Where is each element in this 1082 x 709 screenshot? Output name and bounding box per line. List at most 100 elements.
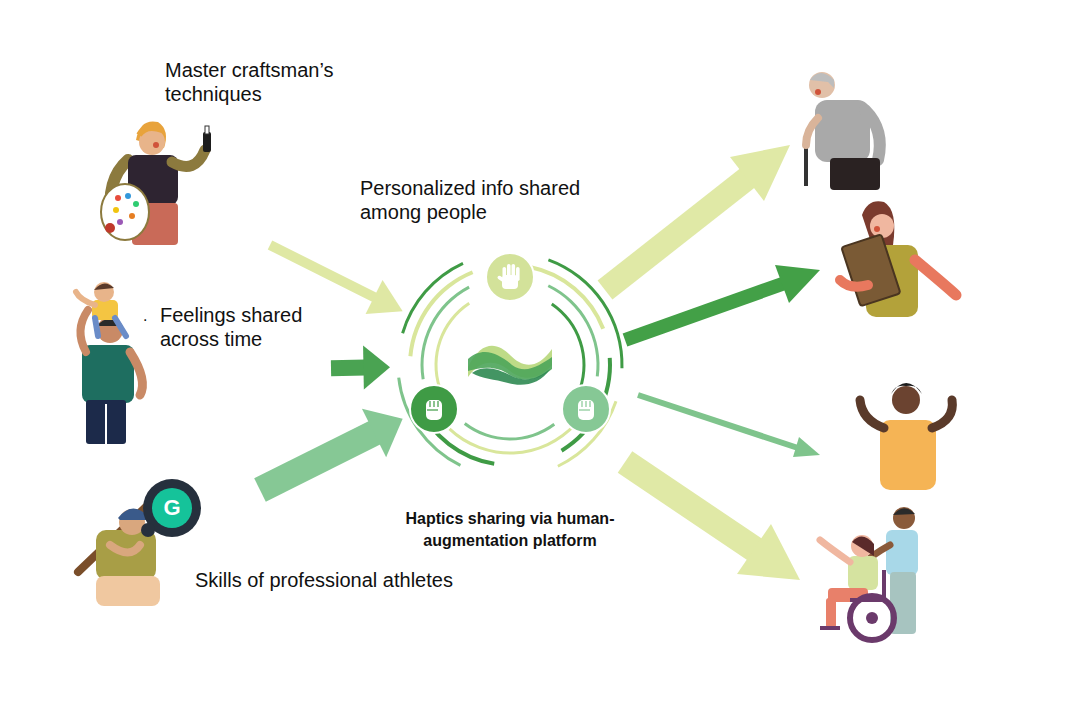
wheelchair-figure-part bbox=[850, 596, 894, 640]
input-arrow bbox=[260, 409, 403, 490]
g-badge-part bbox=[152, 488, 192, 528]
platform-logo bbox=[468, 346, 552, 385]
man-figure-part bbox=[892, 386, 920, 414]
craftsman-figure-part bbox=[115, 195, 121, 201]
thumb bbox=[427, 409, 438, 410]
platform-ring bbox=[390, 245, 630, 485]
stray-mark: . bbox=[143, 306, 155, 326]
arrow-head bbox=[362, 409, 403, 457]
woman-figure bbox=[840, 201, 956, 317]
athlete-figure-part bbox=[110, 545, 140, 553]
ring-arc bbox=[420, 286, 469, 380]
fist bbox=[578, 400, 594, 420]
elder-figure-part bbox=[804, 145, 808, 186]
parent-child-figure-part bbox=[105, 404, 107, 444]
source-label: Skills of professional athletes bbox=[195, 568, 495, 592]
flow-label: Personalized info shared among people bbox=[360, 176, 605, 225]
woman-figure-part bbox=[841, 234, 900, 306]
wheelchair-figure-part bbox=[852, 536, 874, 556]
output-arrow bbox=[625, 462, 800, 580]
wheelchair-figure-part bbox=[820, 626, 840, 630]
ring-arc bbox=[561, 358, 612, 453]
knuckle bbox=[589, 401, 590, 407]
craftsman-figure-part bbox=[153, 142, 159, 148]
parent-child-figure-part bbox=[76, 292, 95, 305]
ring-arc bbox=[448, 423, 576, 455]
wheelchair-figure-part bbox=[882, 570, 886, 600]
ring-arc bbox=[551, 303, 586, 390]
knuckle bbox=[429, 401, 430, 407]
finger bbox=[507, 264, 511, 278]
output-arrow-part bbox=[775, 265, 820, 303]
output-arrow-part bbox=[793, 437, 820, 457]
wheelchair-figure-part bbox=[851, 535, 873, 557]
source-figure-box: Skills of professional athletes bbox=[70, 490, 501, 610]
ring-arc bbox=[434, 302, 470, 388]
output-arrow-part bbox=[605, 176, 750, 290]
parent-child-figure-part bbox=[94, 282, 114, 302]
output-arrow bbox=[605, 145, 790, 290]
man-figure bbox=[860, 383, 952, 490]
craftsman-figure-part bbox=[113, 207, 119, 213]
parent-child-figure-part bbox=[86, 400, 126, 444]
wheelchair-figure-part bbox=[893, 507, 915, 529]
knuckle bbox=[433, 401, 434, 407]
craftsman-figure-part bbox=[133, 201, 139, 207]
woman-figure-part bbox=[840, 280, 868, 287]
craftsman-figure bbox=[101, 121, 211, 245]
woman-figure-part bbox=[915, 260, 956, 295]
platform-caption: Haptics sharing via human-augmentation p… bbox=[365, 508, 655, 551]
output-arrow bbox=[625, 265, 820, 340]
platform-ring bbox=[397, 253, 623, 468]
arrow-shaft bbox=[270, 245, 376, 298]
craftsman-figure-part bbox=[125, 193, 131, 199]
craftsman-figure-part bbox=[105, 223, 115, 233]
craftsman-figure-part bbox=[205, 126, 209, 134]
wheelchair-figure-part bbox=[866, 612, 878, 624]
hand-icon-disc bbox=[486, 253, 534, 301]
hand-icon bbox=[486, 253, 534, 301]
source-label: Master craftsman’s techniques bbox=[165, 58, 365, 107]
ring-arc bbox=[408, 270, 473, 356]
fist bbox=[426, 400, 442, 420]
hand-icon-disc bbox=[410, 385, 458, 433]
arrow-shaft bbox=[260, 432, 376, 490]
finger bbox=[516, 267, 520, 281]
athlete-figure-part bbox=[96, 576, 160, 606]
craftsman-figure-part bbox=[101, 184, 149, 240]
hand-icon-disc bbox=[562, 385, 610, 433]
finger bbox=[512, 264, 516, 278]
woman-figure-part bbox=[870, 214, 894, 238]
flow-label-slot: Personalized info shared among people bbox=[360, 176, 605, 225]
arrow-head bbox=[363, 346, 390, 390]
athlete-figure-part bbox=[96, 530, 156, 580]
woman-figure-part bbox=[874, 226, 880, 232]
wheelchair-figure-part bbox=[826, 598, 836, 628]
badge-letter: G bbox=[160, 494, 184, 522]
g-badge bbox=[141, 479, 201, 537]
source-figure-box: Feelings shared across time bbox=[70, 285, 331, 450]
wheelchair-figure-part bbox=[893, 508, 915, 515]
ring-arc bbox=[548, 284, 600, 376]
man-figure-part bbox=[932, 400, 952, 428]
knuckle bbox=[585, 401, 586, 407]
stray-mark-slot: . bbox=[143, 306, 155, 326]
arrow-shaft bbox=[331, 360, 365, 377]
ring-arc bbox=[464, 422, 555, 440]
source-figure-box: Master craftsman’s techniques bbox=[80, 55, 371, 245]
badge-letter-slot: G bbox=[160, 494, 184, 522]
arrow-head bbox=[366, 280, 403, 314]
output-arrow-part bbox=[625, 462, 757, 551]
ring-arc bbox=[397, 377, 461, 466]
source-label: Feelings shared across time bbox=[160, 303, 325, 352]
parent-child-figure-part bbox=[115, 318, 126, 336]
hand-icon bbox=[410, 385, 458, 433]
logo-wave bbox=[472, 368, 550, 385]
man-figure-part bbox=[860, 400, 884, 428]
platform-circle: Haptics sharing via human-augmentation p… bbox=[390, 245, 630, 485]
man-figure-part bbox=[891, 383, 922, 394]
parent-child-figure bbox=[76, 282, 142, 444]
parent-child-figure-part bbox=[130, 352, 142, 395]
